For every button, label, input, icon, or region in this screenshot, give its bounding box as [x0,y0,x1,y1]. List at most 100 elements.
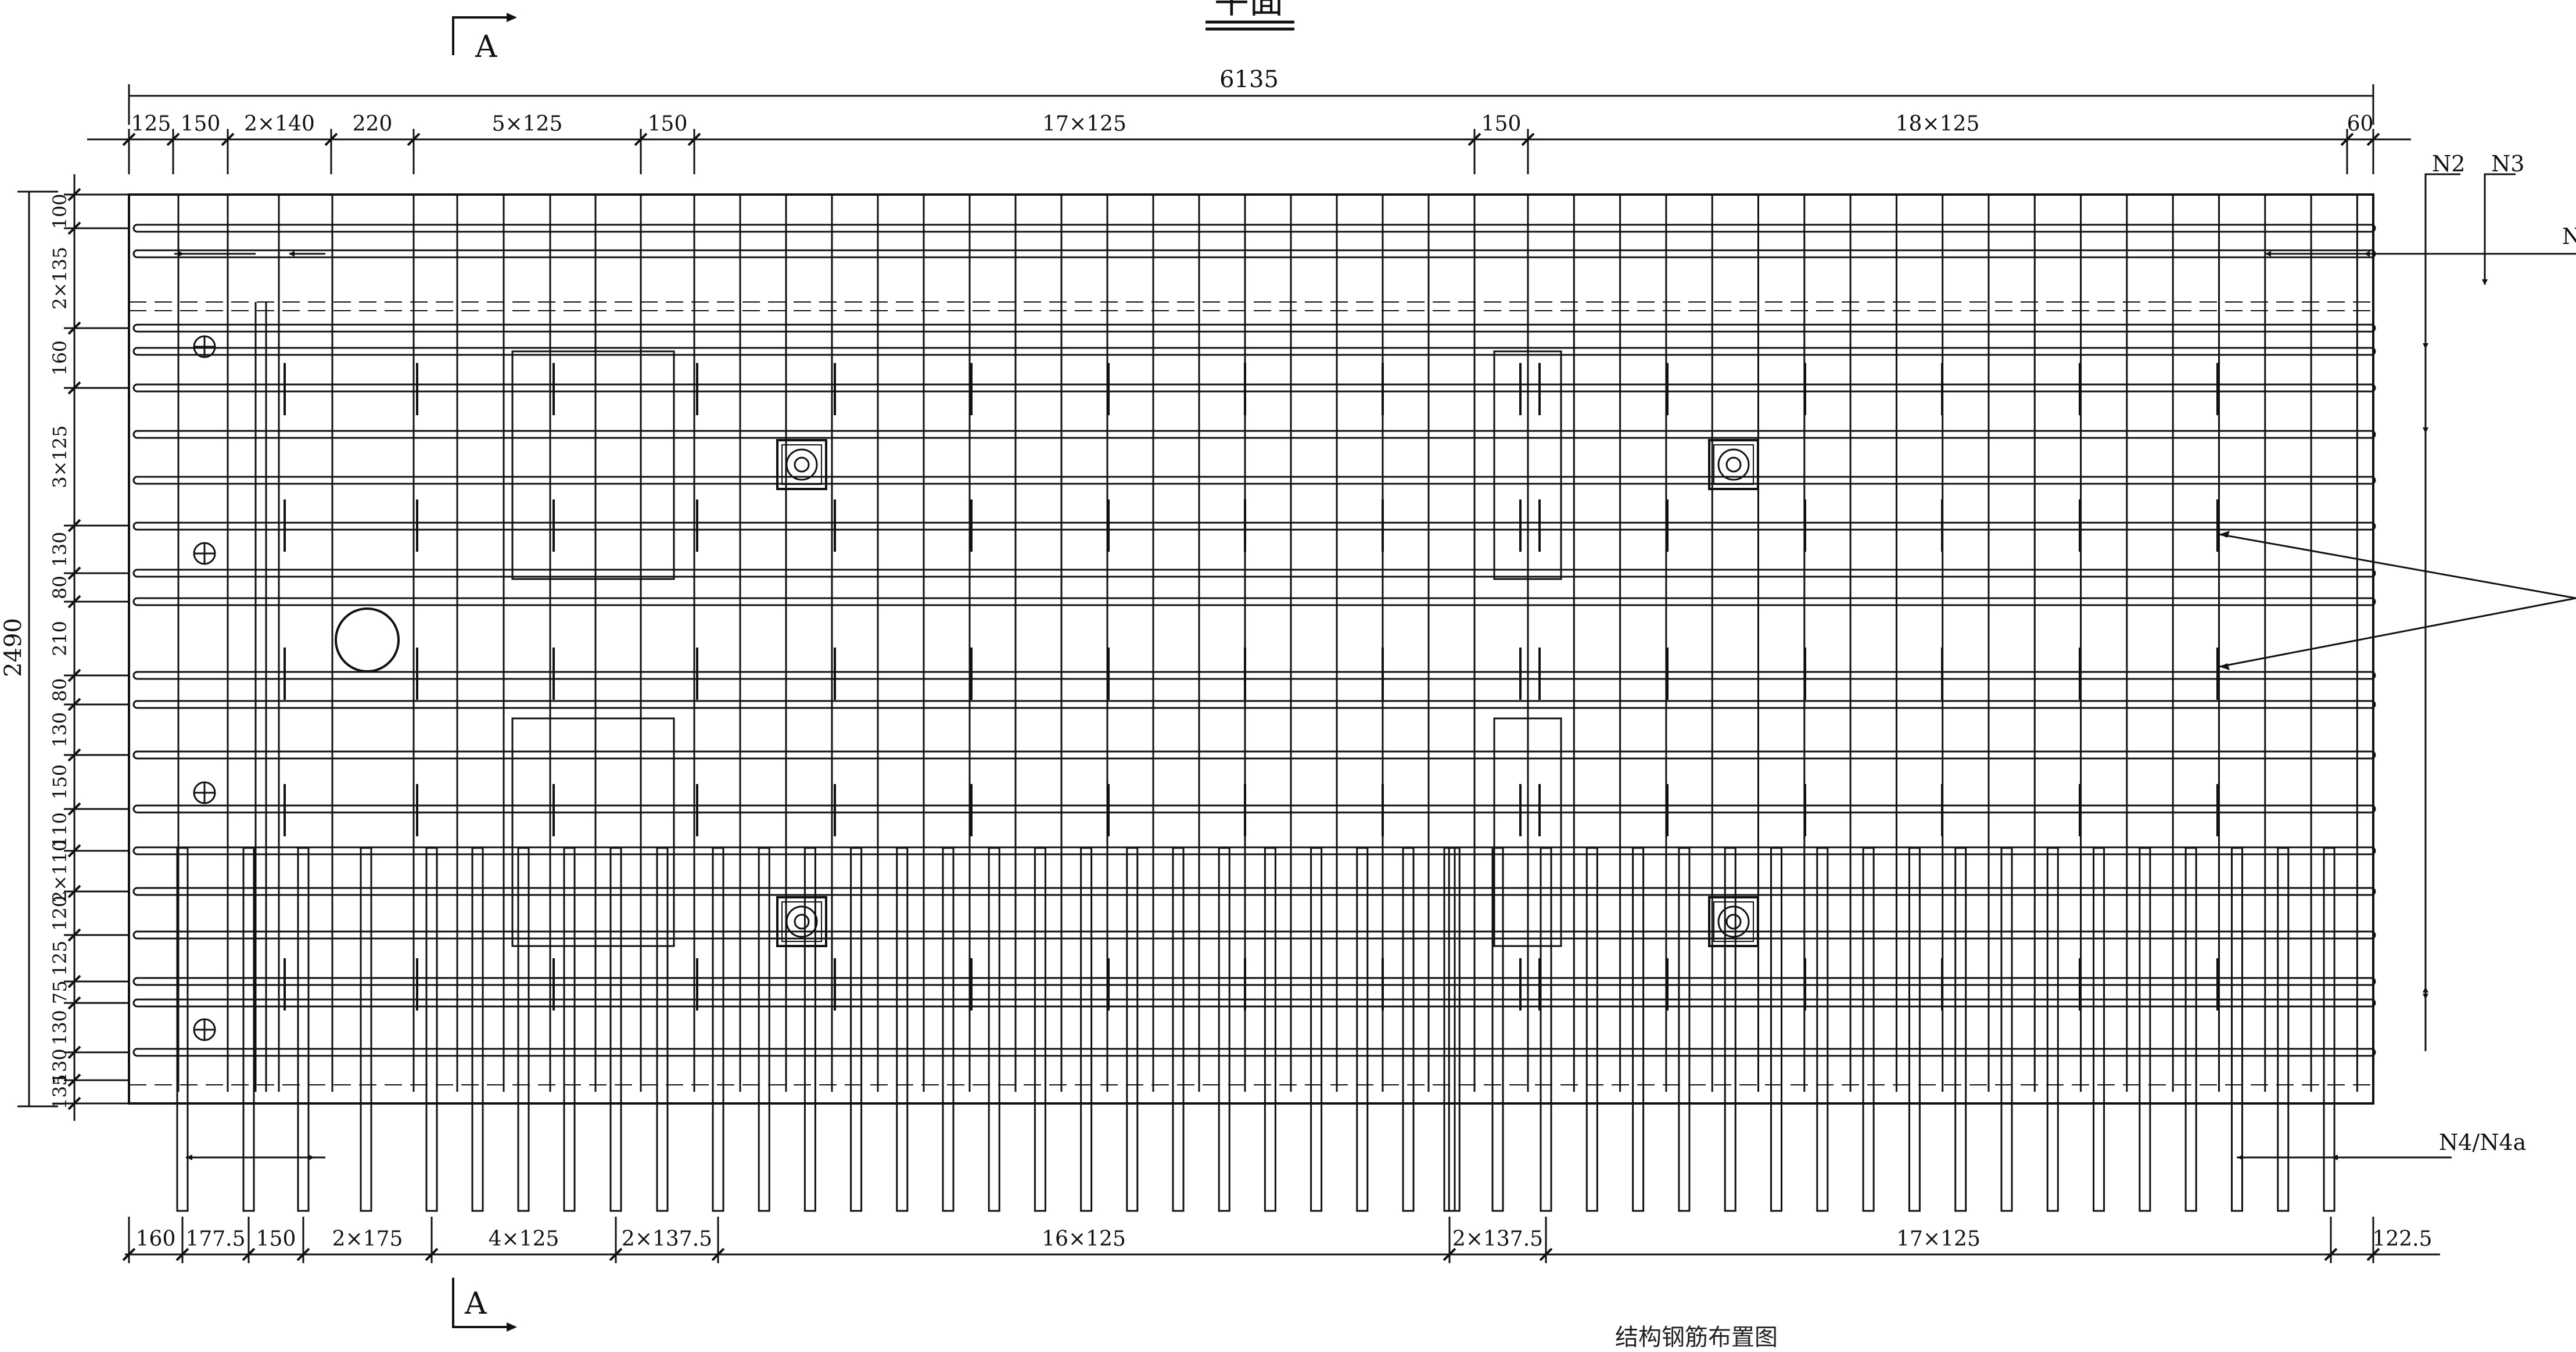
bottom-extended-bar-43 [2139,847,2151,1212]
horizontal-bar-13 [132,750,2376,760]
left-dim-label-15: 75 [49,980,71,1004]
bottom-dim-label-7: 16×125 [1042,1227,1126,1251]
horizontal-bar-17 [132,930,2376,940]
bottom-extended-bar-2 [242,847,255,1212]
left-dim-label-4: 3×125 [49,425,71,488]
left-dim-slash-14 [67,928,81,942]
bottom-dim-slash-4 [296,1247,310,1261]
label-n-cut: N [2562,224,2576,249]
left-dim-slash-7 [67,595,81,609]
drain-hole [335,607,400,673]
bottom-extended-bar-46 [2277,847,2290,1212]
bottom-extended-bar-44 [2184,847,2197,1212]
bottom-dim-slash-7 [711,1247,725,1261]
bottom-dim-label-9: 17×125 [1896,1227,1981,1251]
left-dim-slash-12 [67,844,81,858]
bottom-extended-bars [176,847,2335,1212]
horizontal-bar-12 [132,700,2376,709]
bottom-extended-bar-24 [1310,847,1323,1212]
horizontal-bar-2 [132,249,2376,258]
top-dim-slash-1 [122,132,136,146]
bottom-extended-bar-6 [471,847,484,1212]
left-dim-label-16: 130 [49,1010,71,1045]
stirrup-leader-2 [2219,597,2576,668]
bottom-extended-bar-22 [1218,847,1230,1212]
n2-leader [2424,173,2460,195]
top-dim-label-1: 125 [131,112,171,136]
cross-marker-3 [193,781,216,804]
bottom-dim-label-4: 2×175 [332,1227,403,1251]
bottom-extended-bar-29 [1491,847,1504,1212]
left-dim-label-18: 135 [49,1074,71,1109]
bottom-extended-bar-28 [1443,847,1456,1212]
bottom-extended-bar-4 [360,847,372,1212]
top-dim-label-7: 17×125 [1042,112,1126,136]
section-marker-bottom-arrow [507,1322,517,1332]
section-label-bottom: A [464,1286,487,1321]
bottom-extended-bar-14 [850,847,863,1212]
horizontal-bar-9 [132,569,2376,578]
left-dim-slash-19 [67,1096,81,1110]
left-dim-slash-3 [67,321,81,335]
bottom-extended-bar-16 [942,847,955,1212]
bottom-extended-bar-30 [1540,847,1552,1212]
bottom-extended-bar-19 [1080,847,1093,1212]
left-dim-slash-2 [67,221,81,235]
bottom-extended-bar-17 [988,847,1000,1212]
horizontal-bar-3 [132,323,2376,333]
top-dim-label-10: 60 [2347,112,2374,136]
left-dim-slash-10 [67,748,81,762]
label-n2: N2 [2432,151,2465,177]
top-dim-label-6: 150 [648,112,688,136]
horizontal-bar-7 [132,476,2376,485]
left-dim-label-13: 120 [49,896,71,931]
section-marker-top-arrow [507,13,517,22]
drawing-caption: 结构钢筋布置图 [1615,1324,1778,1351]
bottom-extended-bar-15 [896,847,909,1212]
cross-marker-2 [193,542,216,565]
stirrup-leader-arrow-1 [2219,531,2230,538]
left-dim-slash-17 [67,1045,81,1059]
bottom-dim-slash-9 [1539,1247,1553,1261]
horizontal-bars [132,224,2376,1057]
cross-marker-1 [193,335,216,358]
bottom-extended-bar-35 [1770,847,1782,1212]
bottom-extended-bar-9 [609,847,622,1212]
left-dim-label-11: 110 [49,812,71,847]
left-dim-label-12: 2×110 [49,840,71,902]
horizontal-bar-16 [132,887,2376,896]
horizontal-bar-14 [132,804,2376,814]
section-marker-top: A [452,13,517,64]
section-marker-bottom: A [452,1278,517,1332]
top-dim-label-2: 150 [181,112,221,136]
bottom-extended-bar-11 [712,847,724,1212]
bottom-dim-label-1: 160 [136,1227,176,1251]
bottom-extended-bar-39 [1954,847,1967,1212]
left-dim-slash-6 [67,566,81,580]
bottom-dim-slash-2 [175,1247,189,1261]
anchor-plate-1 [776,439,827,490]
bottom-extended-bar-5 [425,847,438,1212]
section-marker-bottom-line [452,1278,507,1328]
anchor-plate-3 [776,896,827,947]
stirrup-hooks [284,363,2219,1011]
left-dim-slash-18 [67,1073,81,1087]
top-dim-slash-5 [407,132,421,146]
bottom-extended-bar-40 [2000,847,2013,1212]
bottom-dim-label-3: 150 [256,1227,296,1251]
bottom-extended-bar-27 [1448,847,1461,1212]
horizontal-bar-11 [132,671,2376,680]
bottom-dim-slash-3 [242,1247,256,1261]
bottom-extended-bar-3 [297,847,310,1212]
drawing-title: 平面 [1206,0,1294,31]
bottom-extended-bar-41 [2046,847,2059,1212]
left-dim-label-9: 130 [49,712,71,747]
bottom-extended-bar-26 [1402,847,1415,1212]
bottom-extended-bar-42 [2093,847,2105,1212]
title-text: 平面 [1214,0,1284,21]
top-dim-slash-9 [1521,132,1535,146]
horizontal-bar-8 [132,522,2376,531]
left-dim-label-7: 210 [49,621,71,656]
cross-marker-4 [193,1018,216,1041]
